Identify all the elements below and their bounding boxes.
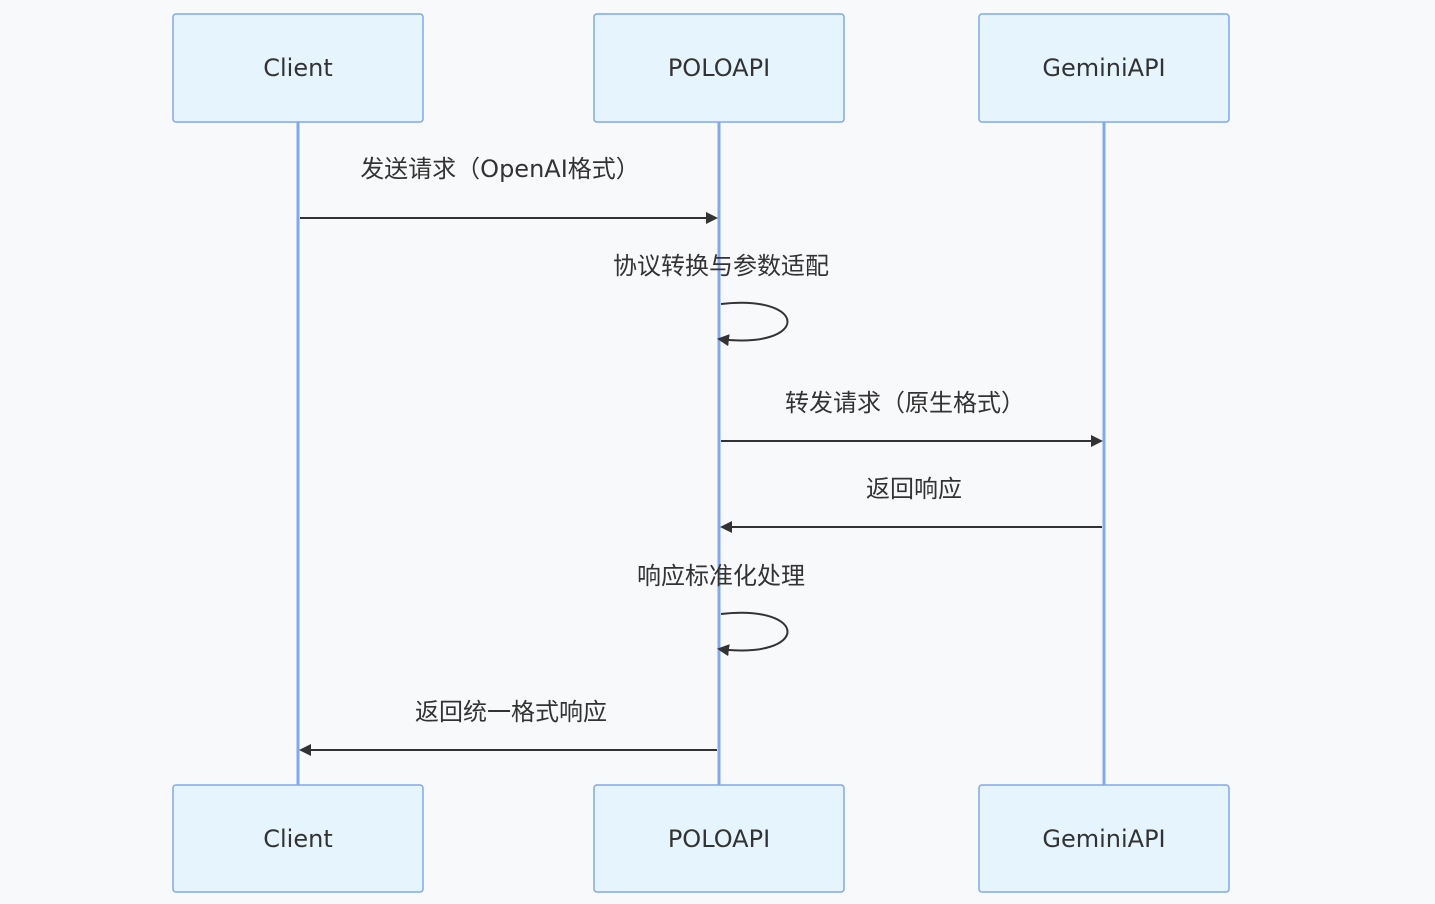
message-response-normalize-label: 响应标准化处理 — [637, 562, 805, 590]
actor-poloapi-bottom: POLOAPI — [593, 784, 845, 893]
actor-geminiapi-top: GeminiAPI — [978, 13, 1230, 123]
actor-geminiapi-bottom: GeminiAPI — [978, 784, 1230, 893]
message-return-response-label: 返回响应 — [866, 475, 962, 503]
message-protocol-conversion: 协议转换与参数适配 — [613, 252, 829, 347]
message-protocol-conversion-label: 协议转换与参数适配 — [613, 252, 829, 280]
message-response-normalize-loop — [717, 611, 789, 657]
actor-poloapi-top-label: POLOAPI — [668, 54, 770, 82]
message-forward-request-label: 转发请求（原生格式） — [785, 389, 1025, 417]
actor-geminiapi-top-label: GeminiAPI — [1042, 54, 1165, 82]
actor-poloapi-top: POLOAPI — [593, 13, 845, 123]
actor-geminiapi-bottom-label: GeminiAPI — [1042, 825, 1165, 853]
message-return-unified-label: 返回统一格式响应 — [415, 698, 607, 726]
message-send-request-label: 发送请求（OpenAI格式） — [360, 155, 640, 183]
actor-client-top-label: Client — [263, 54, 332, 82]
message-return-response: 返回响应 — [720, 475, 1102, 533]
message-response-normalize: 响应标准化处理 — [637, 562, 805, 657]
message-protocol-conversion-loop — [717, 301, 789, 347]
message-return-unified: 返回统一格式响应 — [299, 698, 717, 756]
message-forward-request: 转发请求（原生格式） — [721, 389, 1103, 447]
actor-client-bottom: Client — [172, 784, 424, 893]
message-send-request: 发送请求（OpenAI格式） — [300, 155, 718, 224]
actor-client-top: Client — [172, 13, 424, 123]
actor-client-bottom-label: Client — [263, 825, 332, 853]
actor-poloapi-bottom-label: POLOAPI — [668, 825, 770, 853]
